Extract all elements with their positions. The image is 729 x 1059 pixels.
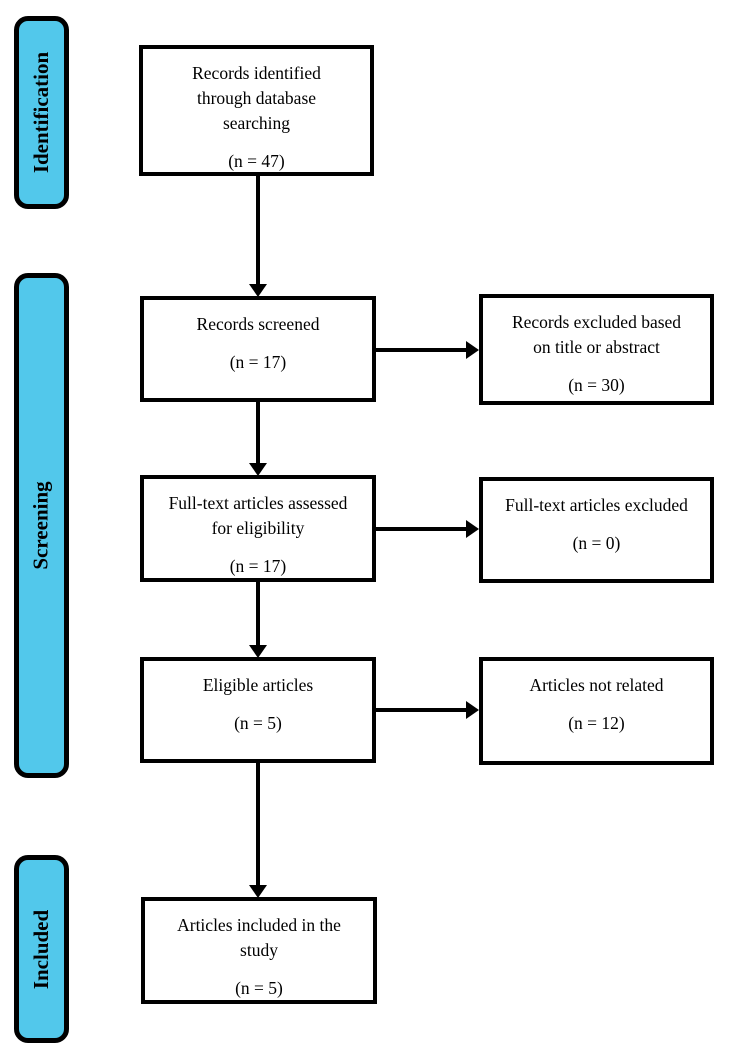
box-records-excluded: Records excluded based on title or abstr…	[479, 294, 714, 405]
box-records-excluded-count: (n = 30)	[568, 375, 625, 395]
stage-identification: Identification	[14, 16, 69, 209]
box-records-screened-count: (n = 17)	[229, 352, 287, 372]
stage-included: Included	[14, 855, 69, 1043]
arrow-down-identified-to-screened	[249, 176, 267, 297]
box-records-screened: Records screened (n = 17)	[140, 296, 376, 402]
box-eligible-articles-label: Eligible articles	[202, 675, 314, 695]
stage-included-label: Included	[29, 909, 53, 989]
box-records-excluded-label: Records excluded based on title or abstr…	[511, 312, 682, 357]
box-eligible-articles-count: (n = 5)	[234, 713, 282, 733]
arrow-down-eligible-to-included	[249, 763, 267, 898]
arrow-right-screened-to-excluded	[376, 341, 479, 359]
box-fulltext-excluded: Full-text articles excluded (n = 0)	[479, 477, 714, 583]
box-fulltext-excluded-count: (n = 0)	[572, 533, 621, 553]
box-articles-included: Articles included in the study (n = 5)	[141, 897, 377, 1004]
box-fulltext-excluded-label: Full-text articles excluded	[505, 495, 688, 515]
box-records-screened-label: Records screened	[196, 314, 320, 334]
box-articles-included-label: Articles included in the study	[177, 915, 341, 960]
box-records-identified: Records identified through database sear…	[139, 45, 374, 176]
stage-screening-label: Screening	[29, 481, 53, 570]
arrow-right-fulltext-to-excluded	[376, 520, 479, 538]
stage-screening: Screening	[14, 273, 69, 778]
arrow-right-eligible-to-notrelated	[376, 701, 479, 719]
arrow-down-fulltext-to-eligible	[249, 582, 267, 658]
box-fulltext-assessed: Full-text articles assessed for eligibil…	[140, 475, 376, 582]
box-fulltext-assessed-label: Full-text articles assessed for eligibil…	[168, 493, 348, 538]
box-fulltext-assessed-count: (n = 17)	[229, 556, 287, 576]
box-records-identified-count: (n = 47)	[228, 151, 285, 171]
box-articles-not-related-count: (n = 12)	[568, 713, 625, 733]
box-articles-not-related-label: Articles not related	[529, 675, 664, 695]
box-articles-included-count: (n = 5)	[235, 978, 283, 998]
stage-identification-label: Identification	[29, 51, 53, 174]
box-records-identified-label: Records identified through database sear…	[192, 63, 321, 133]
box-eligible-articles: Eligible articles (n = 5)	[140, 657, 376, 763]
box-articles-not-related: Articles not related (n = 12)	[479, 657, 714, 765]
arrow-down-screened-to-fulltext	[249, 402, 267, 476]
